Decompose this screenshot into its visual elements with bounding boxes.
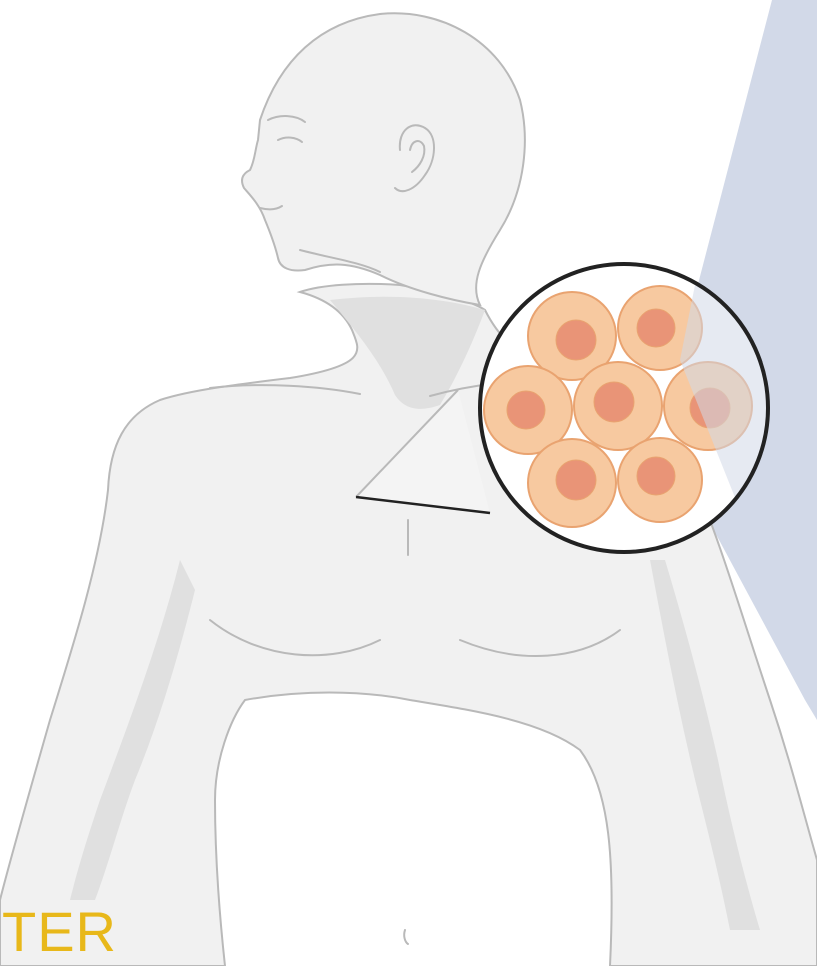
cell-nucleus	[637, 309, 675, 347]
cell	[574, 362, 662, 450]
cell-nucleus	[556, 460, 596, 500]
cell-nucleus	[556, 320, 596, 360]
caption-text: TER	[2, 904, 117, 960]
cell	[528, 439, 616, 527]
cell	[618, 438, 702, 522]
navel	[404, 930, 408, 944]
head	[242, 13, 525, 305]
cell-nucleus	[507, 391, 545, 429]
cell-nucleus	[594, 382, 634, 422]
cell-nucleus	[637, 457, 675, 495]
